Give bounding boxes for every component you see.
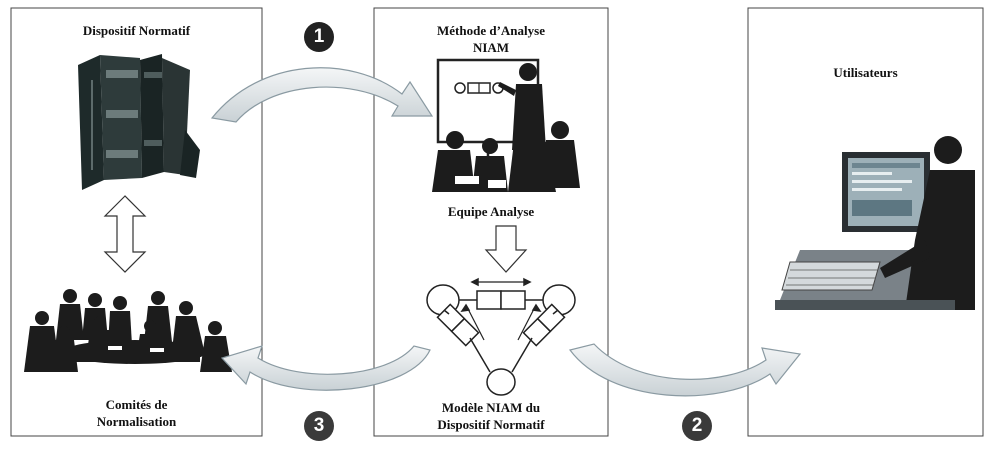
step-1-badge: 1 xyxy=(304,22,334,52)
books-icon xyxy=(78,54,200,190)
double-arrow-vertical-left xyxy=(103,195,147,273)
left-panel-title: Dispositif Normatif xyxy=(82,23,191,38)
left-panel-bottom-label: Comités de Normalisation xyxy=(96,397,177,429)
step-3-badge: 3 xyxy=(304,411,334,441)
down-arrow-icon xyxy=(484,225,528,273)
arrow-step-3 xyxy=(220,345,431,391)
middle-team-label: Equipe Analyse xyxy=(447,204,535,219)
right-panel-title: Utilisateurs xyxy=(833,65,898,80)
middle-panel-title: Méthode d’Analyse NIAM xyxy=(437,23,545,55)
committee-meeting-icon xyxy=(24,289,232,372)
computer-user-icon xyxy=(775,136,975,310)
step-2-badge: 2 xyxy=(682,411,712,441)
arrow-step-2 xyxy=(568,343,802,397)
niam-model-diagram xyxy=(426,277,576,396)
analysis-team-icon xyxy=(432,58,580,192)
middle-panel-bottom-label: Modèle NIAM du Dispositif Normatif xyxy=(437,400,545,432)
arrow-step-1 xyxy=(210,67,434,123)
